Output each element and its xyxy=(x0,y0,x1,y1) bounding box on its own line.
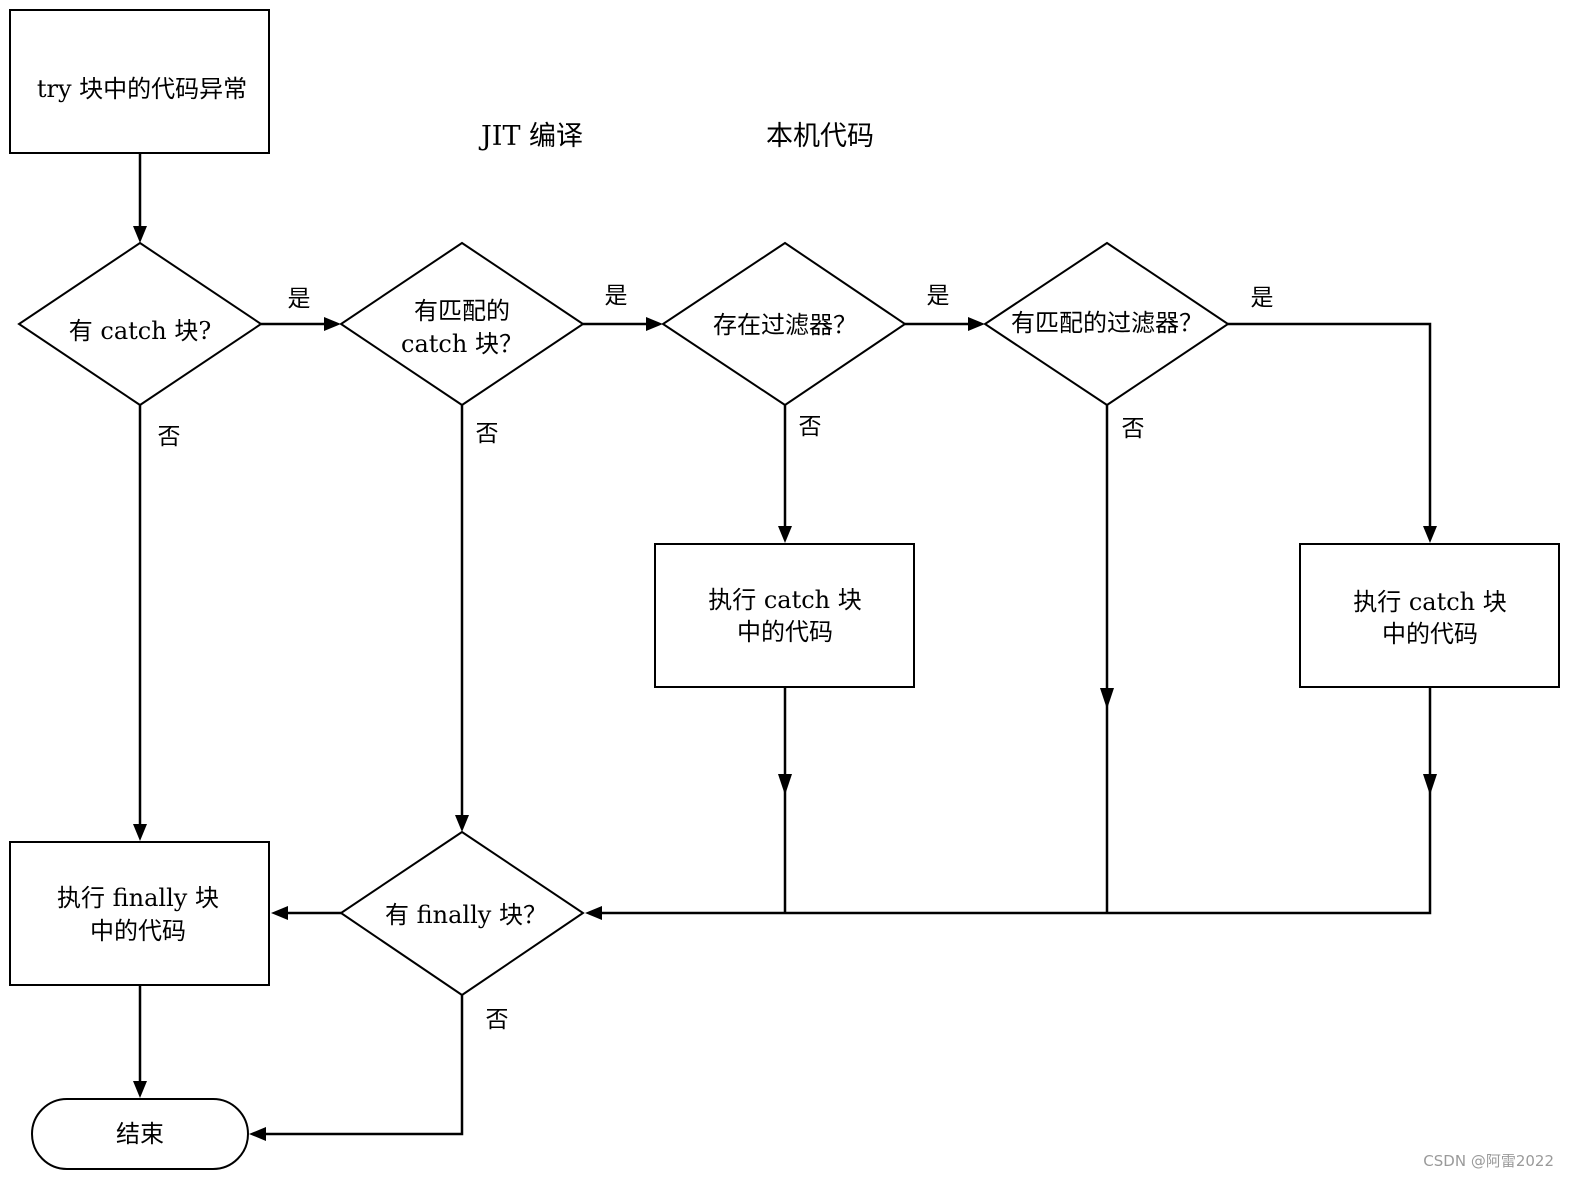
arrowheads xyxy=(133,226,1437,1141)
has-finally-diamond xyxy=(339,830,585,997)
edge-label-yes: 是 xyxy=(605,283,628,309)
arrowhead-left xyxy=(271,906,288,920)
matching-filter-label: 有匹配的过滤器？ xyxy=(1011,309,1203,337)
edge-matching-filter-yes xyxy=(1228,322,1432,528)
exec-catch-a-line2: 中的代码 xyxy=(737,618,833,646)
matching-filter-diamond xyxy=(983,241,1230,407)
arrowhead-down-midline xyxy=(1100,688,1114,709)
exec-finally-line1: 执行 finally 块 xyxy=(57,884,219,912)
edge-label-yes: 是 xyxy=(288,286,311,312)
arrowhead-down xyxy=(778,526,792,543)
start-label: try 块中的代码异常 xyxy=(37,75,247,103)
filter-exists-diamond xyxy=(661,241,907,407)
has-catch-label: 有 catch 块? xyxy=(69,317,211,345)
matching-catch-diamond xyxy=(339,241,585,407)
edge-label-no: 否 xyxy=(476,421,499,447)
arrowhead-right xyxy=(646,317,663,331)
end-terminator xyxy=(31,1098,249,1170)
edge-return-to-has-finally xyxy=(600,688,1432,915)
edge-has-finally-no xyxy=(264,995,464,1136)
exec-catch-b-line1: 执行 catch 块 xyxy=(1353,588,1507,616)
arrowhead-left xyxy=(585,906,602,920)
exec-catch-b-line2: 中的代码 xyxy=(1382,620,1478,648)
filter-exists-label: 存在过滤器？ xyxy=(713,311,857,339)
edge-label-no: 否 xyxy=(1122,416,1145,442)
end-label: 结束 xyxy=(116,1120,164,1148)
arrowhead-down xyxy=(1423,526,1437,543)
arrowhead-down xyxy=(133,824,147,841)
matching-catch-label-line2: catch 块？ xyxy=(401,330,523,358)
header-jit: JIT 编译 xyxy=(478,121,583,152)
watermark: CSDN @阿雷2022 xyxy=(1423,1152,1554,1170)
arrowhead-down xyxy=(133,226,147,243)
exec-catch-box-b xyxy=(1299,543,1560,688)
edge-label-yes: 是 xyxy=(1251,285,1274,311)
edge-label-no: 否 xyxy=(158,424,181,450)
arrowhead-right xyxy=(324,317,341,331)
edge-label-yes: 是 xyxy=(927,283,950,309)
arrowhead-down-midline xyxy=(778,774,792,795)
start-box xyxy=(9,9,270,154)
has-finally-label: 有 finally 块？ xyxy=(385,901,547,929)
has-catch-diamond xyxy=(17,241,263,407)
arrowhead-right xyxy=(968,317,985,331)
edge-label-no: 否 xyxy=(799,414,822,440)
matching-catch-label-line1: 有匹配的 xyxy=(414,297,510,325)
connectors xyxy=(138,153,1432,1136)
header-native: 本机代码 xyxy=(766,121,874,152)
arrowhead-left xyxy=(249,1127,266,1141)
exec-catch-a-line1: 执行 catch 块 xyxy=(708,586,862,614)
arrowhead-down xyxy=(455,815,469,832)
exec-finally-line2: 中的代码 xyxy=(90,917,186,945)
exec-finally-box xyxy=(9,841,270,986)
arrowhead-down-midline xyxy=(1423,774,1437,795)
edge-label-no: 否 xyxy=(486,1007,509,1033)
exec-catch-box-a xyxy=(654,543,915,688)
arrowhead-down xyxy=(133,1081,147,1098)
